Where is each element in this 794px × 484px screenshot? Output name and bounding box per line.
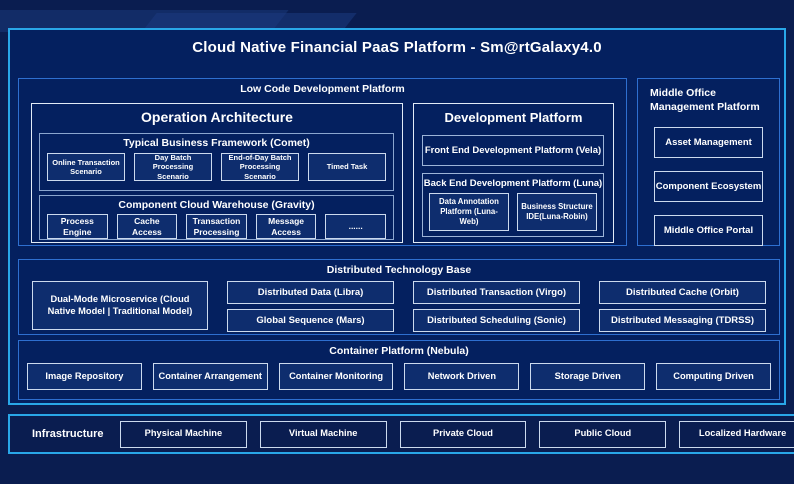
data-annotation-platform-box: Data Annotation Platform (Luna-Web) — [429, 193, 509, 231]
public-cloud-box: Public Cloud — [539, 420, 667, 448]
typical-business-framework-box: Typical Business Framework (Comet) Onlin… — [39, 133, 394, 191]
container-platform-label: Container Platform (Nebula) — [329, 345, 469, 357]
distributed-column-3: Distributed Cache (Orbit) Distributed Me… — [599, 281, 766, 332]
message-access-box: Message Access — [255, 214, 317, 239]
distributed-column-1: Distributed Data (Libra) Global Sequence… — [227, 281, 394, 332]
virtual-machine-box: Virtual Machine — [259, 420, 387, 448]
cache-access-box: Cache Access — [116, 214, 178, 239]
typical-business-framework-label: Typical Business Framework (Comet) — [123, 137, 310, 149]
component-ecosystem-box: Component Ecosystem — [654, 171, 763, 203]
network-driven-box: Network Driven — [404, 363, 520, 390]
ellipsis-box: ...... — [325, 214, 386, 239]
back-end-platform-label: Back End Development Platform (Luna) — [423, 178, 603, 189]
comet-items-row: Online Transaction Scenario Day Batch Pr… — [47, 153, 386, 181]
distributed-data-box: Distributed Data (Libra) — [227, 281, 394, 304]
container-platform-section: Container Platform (Nebula) Image Reposi… — [18, 340, 780, 400]
image-repository-box: Image Repository — [27, 363, 142, 390]
distributed-body: Dual-Mode Microservice (Cloud Native Mod… — [32, 281, 766, 332]
operation-architecture-box: Operation Architecture Typical Business … — [31, 103, 403, 243]
distributed-transaction-box: Distributed Transaction (Virgo) — [413, 281, 580, 304]
distributed-messaging-box: Distributed Messaging (TDRSS) — [599, 309, 766, 332]
asset-management-box: Asset Management — [654, 127, 763, 159]
infrastructure-label: Infrastructure — [32, 428, 104, 440]
back-end-items-row: Data Annotation Platform (Luna-Web) Busi… — [429, 193, 597, 231]
operation-architecture-title: Operation Architecture — [141, 109, 293, 125]
platform-diagram-panel: Cloud Native Financial PaaS Platform - S… — [8, 28, 786, 405]
container-arrangement-box: Container Arrangement — [152, 363, 268, 390]
container-platform-row: Image Repository Container Arrangement C… — [27, 363, 771, 390]
distributed-cache-box: Distributed Cache (Orbit) — [599, 281, 766, 304]
transaction-processing-box: Transaction Processing — [186, 214, 247, 239]
online-transaction-scenario-box: Online Transaction Scenario — [47, 153, 125, 181]
distributed-section-label: Distributed Technology Base — [326, 264, 472, 276]
process-engine-box: Process Engine — [47, 214, 108, 239]
container-monitoring-box: Container Monitoring — [278, 363, 394, 390]
development-platform-title: Development Platform — [444, 110, 583, 125]
localized-hardware-box: Localized Hardware — [679, 420, 794, 448]
distributed-technology-base-section: Distributed Technology Base Dual-Mode Mi… — [18, 259, 780, 335]
end-of-day-batch-processing-scenario-box: End-of-Day Batch Processing Scenario — [221, 153, 299, 181]
low-code-development-platform-section: Low Code Development Platform Operation … — [18, 78, 627, 246]
development-platform-box: Development Platform Front End Developme… — [413, 103, 614, 243]
gravity-items-row: Process Engine Cache Access Transaction … — [47, 214, 386, 239]
component-cloud-warehouse-label: Component Cloud Warehouse (Gravity) — [118, 199, 315, 211]
front-end-development-platform-box: Front End Development Platform (Vela) — [422, 135, 604, 166]
infrastructure-row: Physical Machine Virtual Machine Private… — [120, 420, 794, 448]
storage-driven-box: Storage Driven — [530, 363, 646, 390]
middle-office-management-platform-section: Middle Office Management Platform Asset … — [637, 78, 780, 247]
distributed-column-2: Distributed Transaction (Virgo) Distribu… — [413, 281, 580, 332]
dual-mode-microservice-box: Dual-Mode Microservice (Cloud Native Mod… — [32, 281, 208, 330]
distributed-scheduling-box: Distributed Scheduling (Sonic) — [413, 309, 580, 332]
middle-office-portal-box: Middle Office Portal — [654, 215, 763, 247]
middle-office-section-label: Middle Office Management Platform — [650, 87, 760, 113]
component-cloud-warehouse-box: Component Cloud Warehouse (Gravity) Proc… — [39, 195, 394, 240]
timed-task-box: Timed Task — [308, 153, 386, 181]
business-structure-ide-box: Business Structure IDE(Luna-Robin) — [517, 193, 597, 231]
private-cloud-box: Private Cloud — [399, 420, 527, 448]
infrastructure-section: Infrastructure Physical Machine Virtual … — [8, 414, 794, 454]
page-title: Cloud Native Financial PaaS Platform - S… — [192, 39, 602, 56]
computing-driven-box: Computing Driven — [656, 363, 771, 390]
physical-machine-box: Physical Machine — [120, 420, 247, 448]
day-batch-processing-scenario-box: Day Batch Processing Scenario — [134, 153, 212, 181]
low-code-section-label: Low Code Development Platform — [240, 83, 405, 95]
global-sequence-box: Global Sequence (Mars) — [227, 309, 394, 332]
back-end-development-platform-box: Back End Development Platform (Luna) Dat… — [422, 173, 604, 237]
